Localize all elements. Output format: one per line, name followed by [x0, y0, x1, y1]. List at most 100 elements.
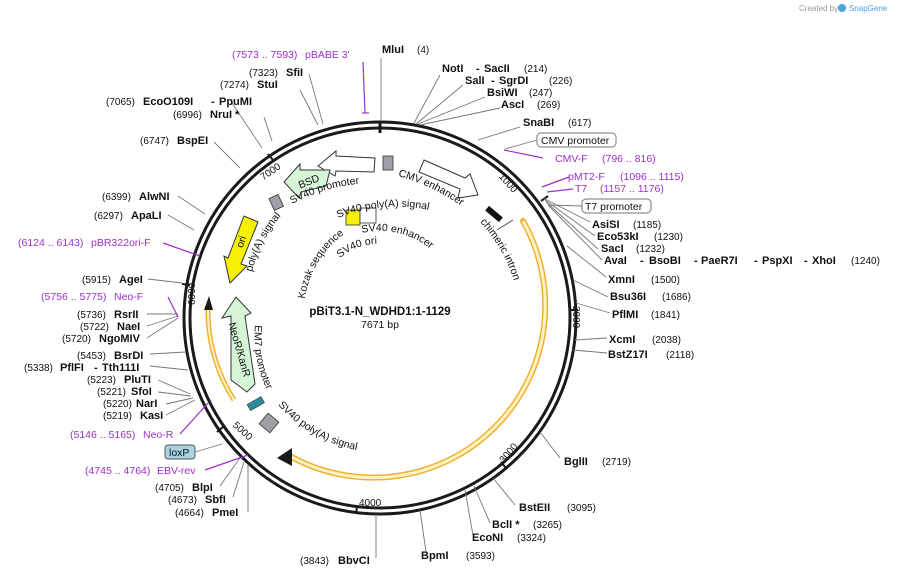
site-eco53ki[interactable]: Eco53kI (1230) [597, 231, 683, 243]
site-stui[interactable]: (7274) StuI [220, 79, 278, 91]
site-snabi[interactable]: SnaBI (617) [523, 117, 591, 129]
primer-pbr322ori-f[interactable]: (6124 .. 6143) pBR322ori-F [18, 237, 151, 249]
primer-neo-r[interactable]: (5146 .. 5165) Neo-R [70, 429, 174, 441]
svg-text:BsiWI: BsiWI [487, 87, 518, 99]
svg-text:SnaBI: SnaBI [523, 117, 554, 129]
svg-text:(5720): (5720) [62, 334, 91, 345]
primer-neo-f[interactable]: (5756 .. 5775) Neo-F [41, 291, 143, 303]
svg-text:SfiI: SfiI [286, 67, 303, 79]
site-bsteii[interactable]: BstEII (3095) [519, 502, 596, 514]
svg-text:-: - [94, 362, 98, 374]
svg-text:-: - [754, 255, 758, 267]
site-bsu36i[interactable]: Bsu36I (1686) [610, 291, 691, 303]
site-asci[interactable]: AscI (269) [501, 99, 560, 111]
site-nrui[interactable]: (6996) NruI * [173, 109, 240, 121]
site-bglii[interactable]: BglII (2719) [564, 456, 631, 468]
svg-text:AvaI: AvaI [604, 255, 627, 267]
svg-text:-: - [476, 63, 480, 75]
svg-text:pBR322ori-F: pBR322ori-F [91, 237, 151, 249]
site-bsrdi[interactable]: (5453) BsrDI [77, 350, 143, 362]
primer-pmt2-f[interactable]: pMT2-F (1096 .. 1115) [568, 171, 684, 183]
svg-text:BsrDI: BsrDI [114, 350, 143, 362]
svg-text:PpuMI: PpuMI [219, 96, 252, 108]
svg-text:Neo-R: Neo-R [143, 429, 174, 441]
site-nari[interactable]: (5220) NarI [103, 398, 157, 410]
svg-text:(6124 .. 6143): (6124 .. 6143) [18, 237, 83, 249]
site-bcli[interactable]: BclI * (3265) [492, 519, 562, 531]
site-mlui[interactable]: MluI (4) [382, 44, 429, 56]
svg-text:(214): (214) [524, 64, 547, 75]
site-naei[interactable]: (5722) NaeI [80, 321, 140, 333]
tick-label-4000: 4000 [359, 498, 382, 509]
site-bspei[interactable]: (6747) BspEI [140, 135, 208, 147]
svg-text:BsoBI: BsoBI [649, 255, 681, 267]
svg-text:(6399): (6399) [102, 192, 131, 203]
svg-text:RsrII: RsrII [114, 309, 138, 321]
svg-text:(1096 .. 1115): (1096 .. 1115) [620, 171, 684, 183]
site-kasi[interactable]: (5219) KasI [103, 410, 163, 422]
site-pluti[interactable]: (5223) PluTI [87, 374, 151, 386]
svg-text:BstEII: BstEII [519, 502, 550, 514]
svg-text:(3095): (3095) [567, 503, 596, 514]
primer-t7[interactable]: T7 (1157 .. 1176) [575, 183, 664, 195]
site-sfoi[interactable]: (5221) SfoI [97, 386, 152, 398]
site-pflfi-tth111i[interactable]: (5338) PflFI - Tth111I [24, 362, 139, 374]
svg-text:CMV-F: CMV-F [555, 153, 588, 165]
svg-text:Eco53kI: Eco53kI [597, 231, 639, 243]
site-asisi[interactable]: AsiSI (1185) [592, 219, 661, 231]
site-pmei[interactable]: (4664) PmeI [175, 507, 238, 519]
svg-text:EcoNI: EcoNI [472, 532, 503, 544]
svg-text:(3324): (3324) [517, 533, 546, 544]
svg-text:CMV promoter: CMV promoter [541, 135, 610, 147]
svg-text:(3593): (3593) [466, 551, 495, 562]
svg-text:(1686): (1686) [662, 292, 691, 303]
primers: (7573 .. 7593) pBABE 3' CMV-F (796 .. 81… [18, 49, 684, 477]
svg-text:(5338): (5338) [24, 363, 53, 374]
sv40-polya2-label: SV40 poly(A) signal [276, 399, 359, 453]
site-noti-sacii[interactable]: NotI - SacII (214) [442, 63, 547, 75]
site-blpi[interactable]: (4705) BlpI [155, 482, 213, 494]
site-apali[interactable]: (6297) ApaLI [94, 210, 162, 222]
site-xhoi-group[interactable]: AvaI - BsoBI - PaeR7I - PspXI - XhoI (12… [604, 255, 880, 267]
site-sbfi[interactable]: (4673) SbfI [168, 494, 226, 506]
site-ngomiv[interactable]: (5720) NgoMIV [62, 333, 141, 345]
primer-pbabe3[interactable]: (7573 .. 7593) pBABE 3' [232, 49, 350, 61]
primer-cmv-f[interactable]: CMV-F (796 .. 816) [555, 153, 656, 165]
svg-text:SacI: SacI [601, 243, 624, 255]
site-ecoo109i-ppumi[interactable]: (7065) EcoO109I - PpuMI [106, 96, 252, 108]
site-bbvci[interactable]: (3843) BbvCI [300, 555, 370, 567]
cmv-promoter-box[interactable]: CMV promoter [504, 132, 617, 150]
t7-promoter-box[interactable]: T7 promoter [549, 198, 652, 214]
grey-box-left [268, 193, 285, 211]
map-length: 7671 bp [361, 319, 399, 331]
svg-text:T7 promoter: T7 promoter [585, 201, 643, 213]
site-bsiwi[interactable]: BsiWI (247) [487, 87, 552, 99]
site-sali-sgrdi[interactable]: SalI - SgrDI (226) [465, 75, 572, 87]
site-sfii[interactable]: (7323) SfiI [249, 67, 303, 79]
loxp-box[interactable]: loxP [164, 443, 223, 460]
site-bpmi[interactable]: BpmI (3593) [421, 550, 495, 562]
svg-text:pMT2-F: pMT2-F [568, 171, 605, 183]
svg-text:(1232): (1232) [636, 244, 665, 255]
site-saci[interactable]: SacI (1232) [601, 243, 665, 255]
svg-text:BspEI: BspEI [177, 135, 208, 147]
primer-ebv-rev[interactable]: (4745 .. 4764) EBV-rev [85, 465, 196, 477]
svg-text:(2719): (2719) [602, 457, 631, 468]
site-xmni[interactable]: XmnI (1500) [608, 274, 680, 286]
site-xcmi[interactable]: XcmI (2038) [609, 334, 681, 346]
svg-text:AscI: AscI [501, 99, 524, 111]
site-rsrii[interactable]: (5736) RsrII [77, 309, 138, 321]
svg-text:(4673): (4673) [168, 495, 197, 506]
site-bstz17i[interactable]: BstZ17I (2118) [608, 349, 694, 361]
svg-text:BglII: BglII [564, 456, 588, 468]
site-econi[interactable]: EcoNI (3324) [472, 532, 546, 544]
site-pflmi[interactable]: PflMI (1841) [612, 309, 680, 321]
site-agei[interactable]: (5915) AgeI [82, 274, 143, 286]
svg-text:AgeI: AgeI [119, 274, 143, 286]
svg-text:NarI: NarI [136, 398, 157, 410]
svg-text:-: - [211, 96, 215, 108]
svg-text:BstZ17I: BstZ17I [608, 349, 648, 361]
site-alwni[interactable]: (6399) AlwNI [102, 191, 170, 203]
svg-text:(796 .. 816): (796 .. 816) [602, 153, 656, 165]
